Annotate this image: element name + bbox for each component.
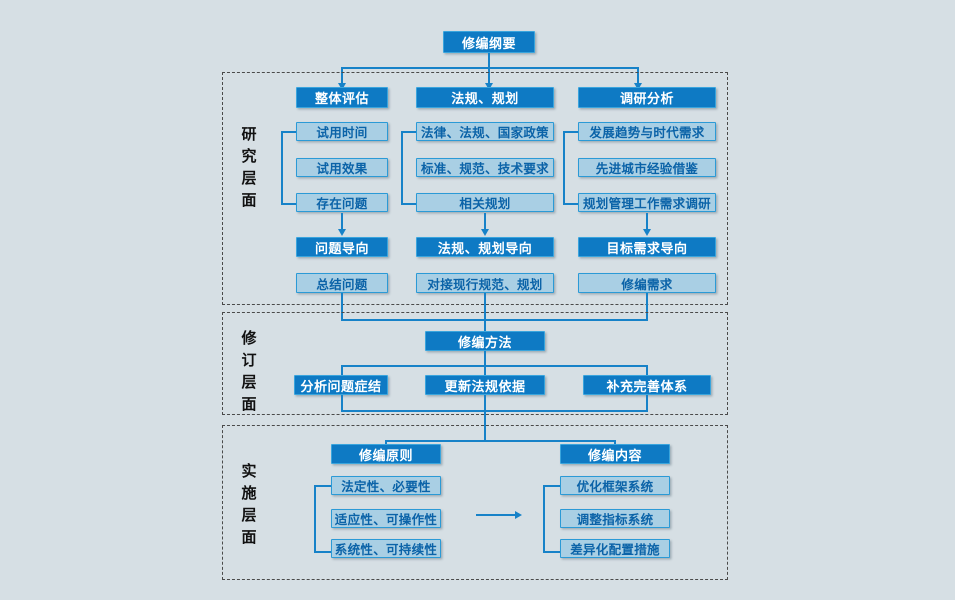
node-title-revision-outline[interactable]: 修编纲要 [443,31,535,53]
connector-title-branch-3 [637,67,639,84]
layer-research-char-1: 研 [241,125,257,143]
connector-revision-merge-1 [341,395,343,410]
bracket-impl-group1 [314,485,331,553]
node-impl-group1-item-1[interactable]: 法定性、必要性 [331,476,441,495]
node-revision-item-3[interactable]: 补充完善体系 [583,375,711,395]
connector-method-bus-top [341,365,648,367]
node-revision-method[interactable]: 修编方法 [425,331,545,351]
bracket-research-col3 [563,131,578,205]
layer-implementation-char-2: 施 [241,484,257,502]
node-research-col2-item-1[interactable]: 法律、法规、国家政策 [416,122,554,141]
layer-revision-char-2: 订 [241,351,257,369]
layer-research-char-4: 面 [241,191,257,209]
connector-title-branch-2 [488,67,490,84]
connector-revision-merge-bus [341,410,648,412]
connector-method-drop-2 [484,365,486,377]
connector-merge-bus [341,319,648,321]
node-impl-group2-header[interactable]: 修编内容 [560,444,670,464]
connector-merge-stem-1 [341,293,343,319]
bracket-research-col1 [281,131,296,205]
node-research-col1-item-2[interactable]: 试用效果 [296,158,388,177]
node-research-col1-header[interactable]: 整体评估 [296,87,388,108]
node-research-col3-item-1[interactable]: 发展趋势与时代需求 [578,122,716,141]
layer-implementation-char-4: 面 [241,528,257,546]
connector-impl-cross-arrow [476,514,517,516]
arrowhead-col3 [633,83,642,90]
node-impl-group2-item-3[interactable]: 差异化配置措施 [560,539,670,558]
layer-revision [222,312,728,415]
node-revision-item-2[interactable]: 更新法规依据 [425,375,545,395]
bracket-research-col2 [401,131,416,205]
node-revision-item-1[interactable]: 分析问题症结 [294,375,388,395]
node-research-col2-item-3[interactable]: 相关规划 [416,193,554,212]
node-impl-group1-item-3[interactable]: 系统性、可持续性 [331,539,441,558]
connector-method-drop-1 [341,365,343,377]
connector-research-col1-down [341,213,343,230]
connector-research-col2-down [484,213,486,230]
connector-impl-bus [385,440,616,442]
node-research-col3-header[interactable]: 调研分析 [578,87,716,108]
arrowhead-impl-cross [515,510,522,519]
node-research-col3-item-2[interactable]: 先进城市经验借鉴 [578,158,716,177]
layer-implementation-char-3: 层 [241,506,257,524]
connector-method-drop-3 [646,365,648,377]
layer-revision-char-1: 修 [241,329,257,347]
connector-research-col3-down [646,213,648,230]
layer-revision-label: 修 订 层 面 [236,327,262,415]
layer-research-char-2: 究 [241,147,257,165]
arrowhead-col1 [337,83,346,90]
connector-method-stem [484,351,486,365]
connector-title-branch-1 [341,67,343,84]
layer-research-char-3: 层 [241,169,257,187]
node-impl-group1-header[interactable]: 修编原则 [331,444,441,464]
layer-research [222,72,728,305]
node-research-col1-item-1[interactable]: 试用时间 [296,122,388,141]
bracket-impl-group2 [543,485,560,553]
node-research-col2-outcome[interactable]: 对接现行规范、规划 [416,273,554,293]
layer-revision-char-3: 层 [241,373,257,391]
arrowhead-col2 [484,83,493,90]
node-research-col3-item-3[interactable]: 规划管理工作需求调研 [578,193,716,212]
layer-implementation [222,425,728,580]
node-research-col1-orientation[interactable]: 问题导向 [296,237,388,257]
layer-implementation-char-1: 实 [241,462,257,480]
arrowhead-research-col1-orientation [337,229,346,236]
node-research-col2-orientation[interactable]: 法规、规划导向 [416,237,554,257]
arrowhead-research-col2-orientation [480,229,489,236]
connector-merge-stem-3 [646,293,648,319]
connector-merge-stem-2 [484,293,486,319]
node-research-col1-item-3[interactable]: 存在问题 [296,193,388,212]
node-research-col2-header[interactable]: 法规、规划 [416,87,554,108]
node-research-col3-outcome[interactable]: 修编需求 [578,273,716,293]
connector-revision-merge-2 [484,395,486,440]
layer-research-label: 研 究 层 面 [236,123,262,211]
node-research-col1-outcome[interactable]: 总结问题 [296,273,388,293]
node-research-col3-orientation[interactable]: 目标需求导向 [578,237,716,257]
connector-title-stem [488,53,490,68]
layer-implementation-label: 实 施 层 面 [236,460,262,548]
node-impl-group2-item-1[interactable]: 优化框架系统 [560,476,670,495]
node-impl-group1-item-2[interactable]: 适应性、可操作性 [331,509,441,528]
arrowhead-research-col3-orientation [642,229,651,236]
node-research-col2-item-2[interactable]: 标准、规范、技术要求 [416,158,554,177]
connector-revision-merge-3 [646,395,648,410]
layer-revision-char-4: 面 [241,395,257,413]
node-impl-group2-item-2[interactable]: 调整指标系统 [560,509,670,528]
connector-merge-to-method [484,319,486,332]
